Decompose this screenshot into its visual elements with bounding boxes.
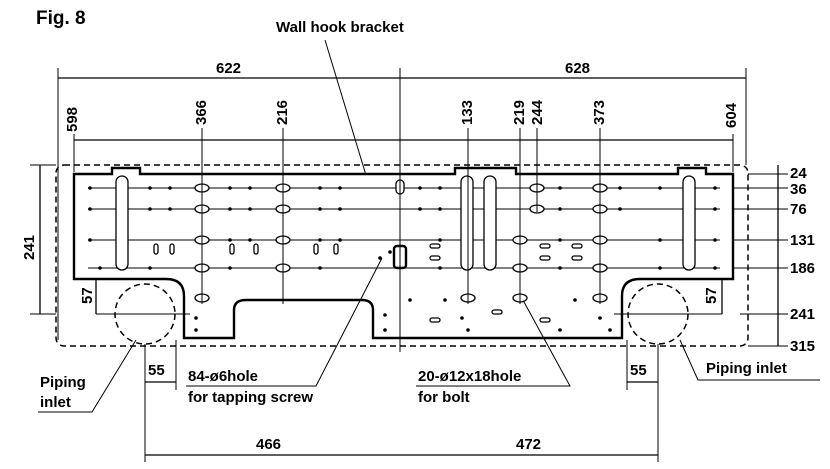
dim-36: 36 [790, 181, 807, 198]
dim-76: 76 [790, 201, 807, 218]
dim-628: 628 [565, 60, 590, 77]
dim-622: 622 [216, 60, 241, 77]
small-holes-leader [186, 257, 383, 387]
rib-slot [115, 175, 129, 271]
dim-366: 366 [193, 100, 210, 125]
dim-219: 219 [511, 100, 528, 125]
bracket-leader [324, 39, 373, 196]
tapping-hole-dots [88, 186, 717, 332]
dim-186: 186 [790, 260, 815, 277]
bracket-label: Wall hook bracket [276, 19, 404, 36]
bolt-holes-label-2: for bolt [418, 389, 470, 406]
small-holes-label-2: for tapping screw [188, 389, 313, 406]
rib-slot [483, 175, 497, 271]
dim-133: 133 [459, 100, 476, 125]
dim-24: 24 [790, 165, 807, 182]
figure-title: Fig. 8 [36, 8, 86, 29]
dim-472: 472 [516, 436, 541, 453]
dim-241-right: 241 [790, 306, 815, 323]
dim-373: 373 [591, 100, 608, 125]
dim-57-left: 57 [79, 287, 96, 304]
piping-inlet-right-leader [679, 339, 820, 381]
dim-315: 315 [790, 338, 815, 355]
dim-55-left: 55 [148, 362, 165, 379]
small-holes-label-1: 84-ø6hole [188, 368, 258, 385]
piping-inlet-left-label-1: Piping [40, 374, 86, 391]
dim-55-right: 55 [630, 362, 647, 379]
bolt-holes-leader [416, 301, 571, 387]
rib-slot [460, 175, 474, 271]
dim-241-left: 241 [21, 235, 38, 260]
small-slot-group [153, 243, 583, 323]
dim-466: 466 [256, 436, 281, 453]
unit-outline [55, 164, 749, 347]
dim-604: 604 [723, 102, 740, 128]
rib-slot [682, 175, 696, 271]
dim-598: 598 [64, 107, 81, 132]
dim-57-right: 57 [703, 287, 720, 304]
piping-inlet-left-leader [38, 339, 137, 413]
dim-131: 131 [790, 232, 815, 249]
piping-inlet-right-label: Piping inlet [706, 360, 787, 377]
piping-inlet-left-label-2: inlet [40, 394, 71, 411]
dim-244: 244 [529, 99, 546, 125]
right-ext-lines [733, 173, 788, 347]
dim-216: 216 [274, 100, 291, 125]
bolt-holes-label-1: 20-ø12x18hole [418, 368, 521, 385]
